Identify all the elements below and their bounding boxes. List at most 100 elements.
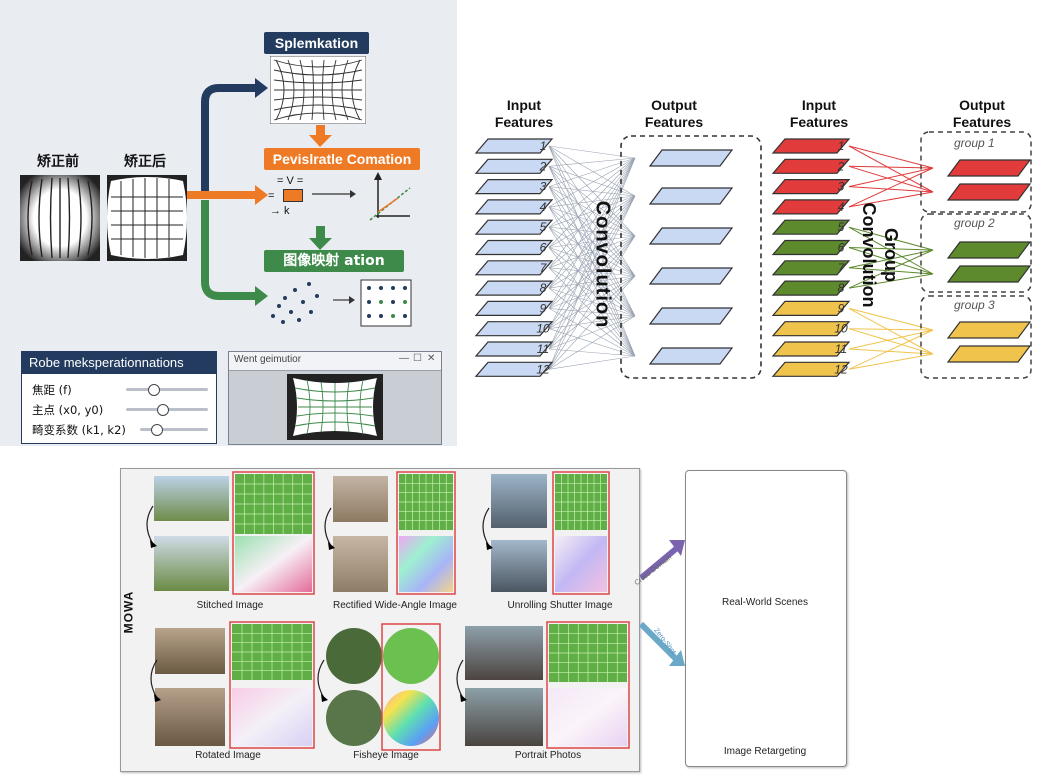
param-principal-label: 主点 (x0, y0) — [32, 403, 104, 417]
right-input-plate — [771, 280, 851, 296]
group-connection-line — [848, 328, 934, 355]
group-connection-line — [848, 226, 934, 251]
parameters-panel: Robe meksperationnations 焦距 (f) 主点 (x0, … — [21, 351, 217, 444]
fisheye-photo-top — [326, 628, 382, 684]
pevislratle-comation-title: Pevislratle Comation — [264, 148, 420, 170]
right-input-number: 11 — [835, 342, 847, 356]
right-input-number: 1 — [838, 139, 845, 153]
left-input-number: 5 — [540, 220, 547, 234]
caption-rotated: Rotated Image — [195, 750, 261, 761]
left-connection-line — [548, 145, 636, 159]
param-distortion-label: 畸变系数 (k1, k2) — [32, 423, 126, 437]
corrected-grid-image — [107, 175, 187, 261]
left-input-number: 7 — [540, 261, 548, 275]
right-input-plate — [771, 300, 851, 316]
left-input-plate — [474, 239, 554, 256]
left-connection-line — [548, 235, 636, 370]
rotated-flow — [232, 688, 312, 746]
left-input-number: 10 — [536, 322, 550, 336]
equation-top: = V = — [277, 175, 304, 187]
right-input-plate — [771, 199, 851, 215]
left-output-header: Output Features — [644, 97, 704, 130]
right-input-number: 6 — [838, 241, 845, 255]
group-1-dashed-box — [920, 131, 1032, 213]
group-connection-line — [848, 165, 934, 169]
maximize-icon[interactable]: ☐ — [413, 353, 422, 364]
left-input-number: 3 — [540, 180, 547, 194]
left-connection-line — [548, 157, 636, 370]
group-connection-line — [848, 267, 934, 275]
right-input-header: Input Features — [789, 97, 849, 130]
right-input-number: 9 — [838, 301, 845, 315]
right-input-number: 10 — [834, 322, 848, 336]
distortion-slider-track[interactable] — [140, 428, 208, 431]
close-icon[interactable]: ✕ — [427, 353, 436, 364]
caption-fisheye: Fisheye Image — [353, 750, 419, 761]
left-input-plate — [474, 341, 554, 357]
focal-slider-thumb[interactable] — [148, 384, 161, 396]
left-connection-line — [548, 195, 636, 350]
right-input-number: 3 — [838, 180, 845, 194]
stitched-photo-top — [154, 476, 229, 521]
caption-rolling-shutter: Unrolling Shutter Image — [507, 600, 613, 611]
group-connection-line — [848, 353, 934, 370]
group-2-output-plate — [946, 265, 1032, 283]
group-connection-line — [848, 328, 934, 331]
right-input-number: 2 — [837, 159, 845, 173]
rotated-grid-grid — [232, 624, 312, 680]
left-input-plate — [474, 260, 554, 276]
group-connection-line — [848, 307, 934, 331]
rolling-shutter-photo-bottom — [491, 540, 547, 592]
red-frame — [396, 471, 456, 595]
left-input-number: 12 — [536, 362, 550, 376]
preview-warp-image — [287, 374, 383, 440]
group-3-output-plate — [946, 321, 1032, 339]
principal-slider-thumb[interactable] — [157, 404, 170, 416]
point-mapping-icon — [271, 279, 412, 327]
left-connection-line — [548, 145, 636, 197]
left-output-dashed-box — [620, 135, 762, 379]
equation-bottom: → k — [270, 205, 290, 217]
mowa-panel: MOWA Stitched Image Rectified Wide-Angle… — [117, 460, 1047, 776]
parameters-title: Robe meksperationnations — [22, 352, 216, 374]
group-2-label: group 2 — [954, 216, 995, 230]
group-connection-line — [848, 247, 934, 275]
right-input-plate — [771, 321, 851, 337]
left-connection-line — [548, 195, 636, 289]
left-output-plate — [648, 347, 734, 365]
left-input-number: 1 — [540, 139, 547, 153]
focal-slider-track[interactable] — [126, 388, 208, 391]
group-1-output-plate — [946, 159, 1032, 177]
process-arrow — [324, 507, 332, 547]
left-input-plate — [474, 199, 554, 215]
distortion-slider-thumb[interactable] — [151, 424, 164, 436]
left-output-plate — [648, 267, 734, 285]
red-frame — [552, 471, 610, 595]
after-label: 矫正后 — [124, 154, 166, 170]
caption-portrait: Portrait Photos — [514, 750, 582, 761]
process-arrow-head — [321, 694, 328, 702]
process-arrow-head — [460, 694, 467, 702]
wide-angle-flow — [399, 536, 453, 592]
convolution-comparison-panel: Input Features Output Features Input Fea… — [457, 0, 1047, 446]
group-connection-line — [848, 249, 934, 269]
right-input-number: 12 — [834, 362, 848, 376]
process-arrow-head — [154, 694, 161, 702]
minimize-icon[interactable]: — — [399, 353, 409, 364]
left-input-plate — [474, 280, 554, 296]
left-connection-line — [548, 195, 636, 248]
right-input-plate — [771, 179, 851, 195]
correction-pipeline-panel: 矫正前 矫正后 Splemkation — [0, 0, 457, 446]
process-arrow-head — [328, 542, 335, 550]
window-titlebar: Went geimutior — ☐ ✕ — [229, 352, 441, 371]
group-connection-line — [848, 145, 934, 193]
wide-angle-photo-top — [333, 476, 388, 522]
rolling-shutter-flow — [555, 536, 607, 592]
process-arrow — [317, 659, 325, 699]
left-input-number: 2 — [539, 159, 547, 173]
red-frame — [229, 621, 315, 749]
left-connection-line — [548, 157, 636, 329]
red-frame — [546, 621, 630, 749]
left-output-plate — [648, 149, 734, 167]
param-focal-label: 焦距 (f) — [32, 383, 72, 397]
